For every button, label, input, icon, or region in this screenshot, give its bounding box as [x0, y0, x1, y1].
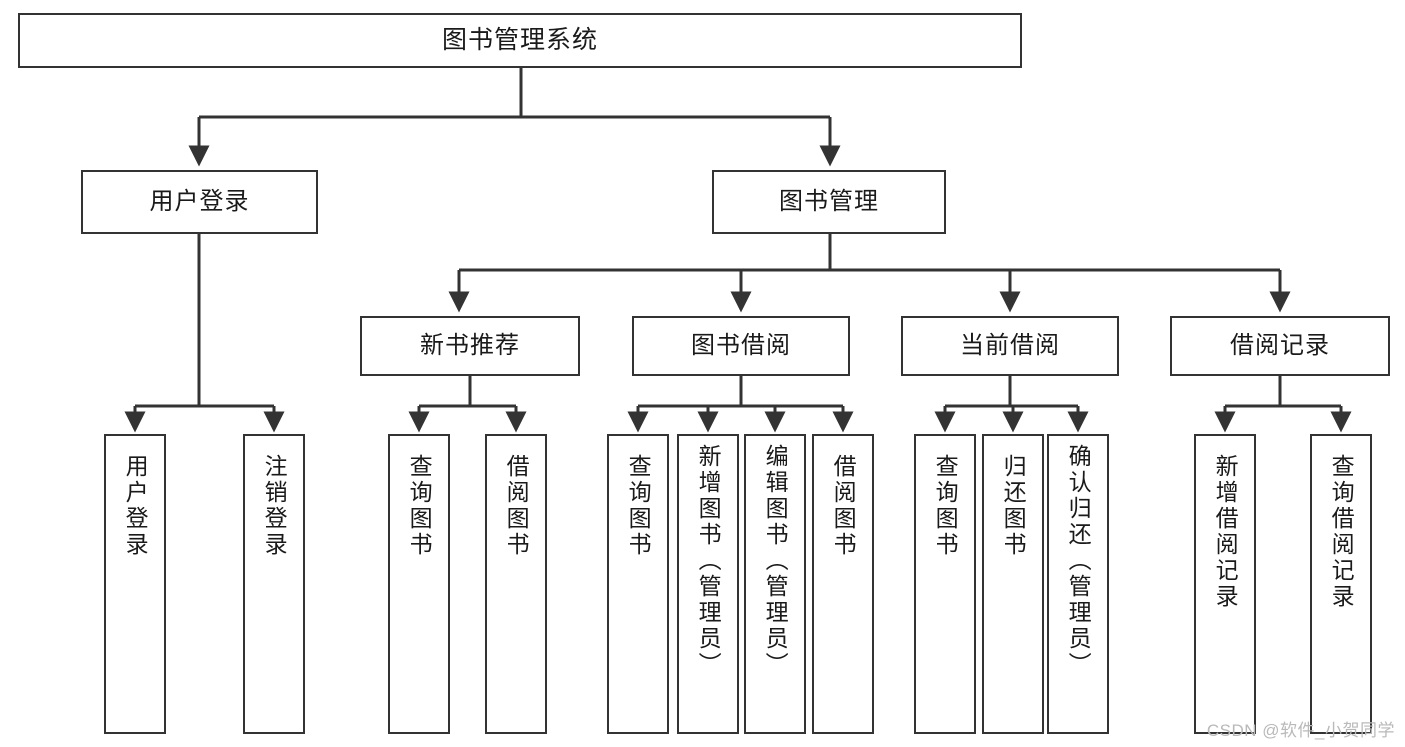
node-label: 归还图书 [1000, 454, 1027, 558]
node-label: 新增图书（管理员） [695, 444, 722, 678]
node-label: 新书推荐 [420, 332, 520, 360]
node-root[interactable]: 图书管理系统 [18, 13, 1022, 68]
node-current-borrow[interactable]: 当前借阅 [901, 316, 1119, 376]
node-borrow-record[interactable]: 借阅记录 [1170, 316, 1390, 376]
node-label: 借阅记录 [1230, 332, 1330, 360]
leaf-query-book-2[interactable]: 查询图书 [607, 434, 669, 734]
leaf-query-book-1[interactable]: 查询图书 [388, 434, 450, 734]
node-label: 用户登录 [122, 454, 149, 558]
node-user-login[interactable]: 用户登录 [81, 170, 318, 234]
node-new-book-rec[interactable]: 新书推荐 [360, 316, 580, 376]
node-label: 确认归还（管理员） [1065, 444, 1092, 678]
node-label: 查询图书 [406, 454, 433, 558]
leaf-confirm-return[interactable]: 确认归还（管理员） [1047, 434, 1109, 734]
node-label: 图书管理系统 [441, 26, 598, 55]
node-label: 注销登录 [261, 454, 288, 558]
leaf-add-book[interactable]: 新增图书（管理员） [677, 434, 739, 734]
leaf-add-record[interactable]: 新增借阅记录 [1194, 434, 1256, 734]
node-label: 图书借阅 [691, 332, 791, 360]
node-label: 查询图书 [932, 454, 959, 558]
leaf-user-login[interactable]: 用户登录 [104, 434, 166, 734]
leaf-query-book-3[interactable]: 查询图书 [914, 434, 976, 734]
leaf-edit-book[interactable]: 编辑图书（管理员） [744, 434, 806, 734]
node-book-borrow[interactable]: 图书借阅 [632, 316, 850, 376]
node-label: 新增借阅记录 [1212, 454, 1239, 610]
node-label: 用户登录 [149, 188, 250, 216]
leaf-logout[interactable]: 注销登录 [243, 434, 305, 734]
node-label: 借阅图书 [503, 454, 530, 558]
node-label: 当前借阅 [960, 332, 1060, 360]
leaf-return-book[interactable]: 归还图书 [982, 434, 1044, 734]
node-label: 查询借阅记录 [1328, 454, 1355, 610]
node-label: 编辑图书（管理员） [762, 444, 789, 678]
leaf-borrow-book-2[interactable]: 借阅图书 [812, 434, 874, 734]
leaf-query-record[interactable]: 查询借阅记录 [1310, 434, 1372, 734]
node-label: 借阅图书 [830, 454, 857, 558]
node-book-manage[interactable]: 图书管理 [712, 170, 946, 234]
node-label: 图书管理 [779, 188, 879, 216]
node-label: 查询图书 [625, 454, 652, 558]
watermark-text: CSDN @软件_小贺同学 [1206, 721, 1395, 740]
leaf-borrow-book-1[interactable]: 借阅图书 [485, 434, 547, 734]
